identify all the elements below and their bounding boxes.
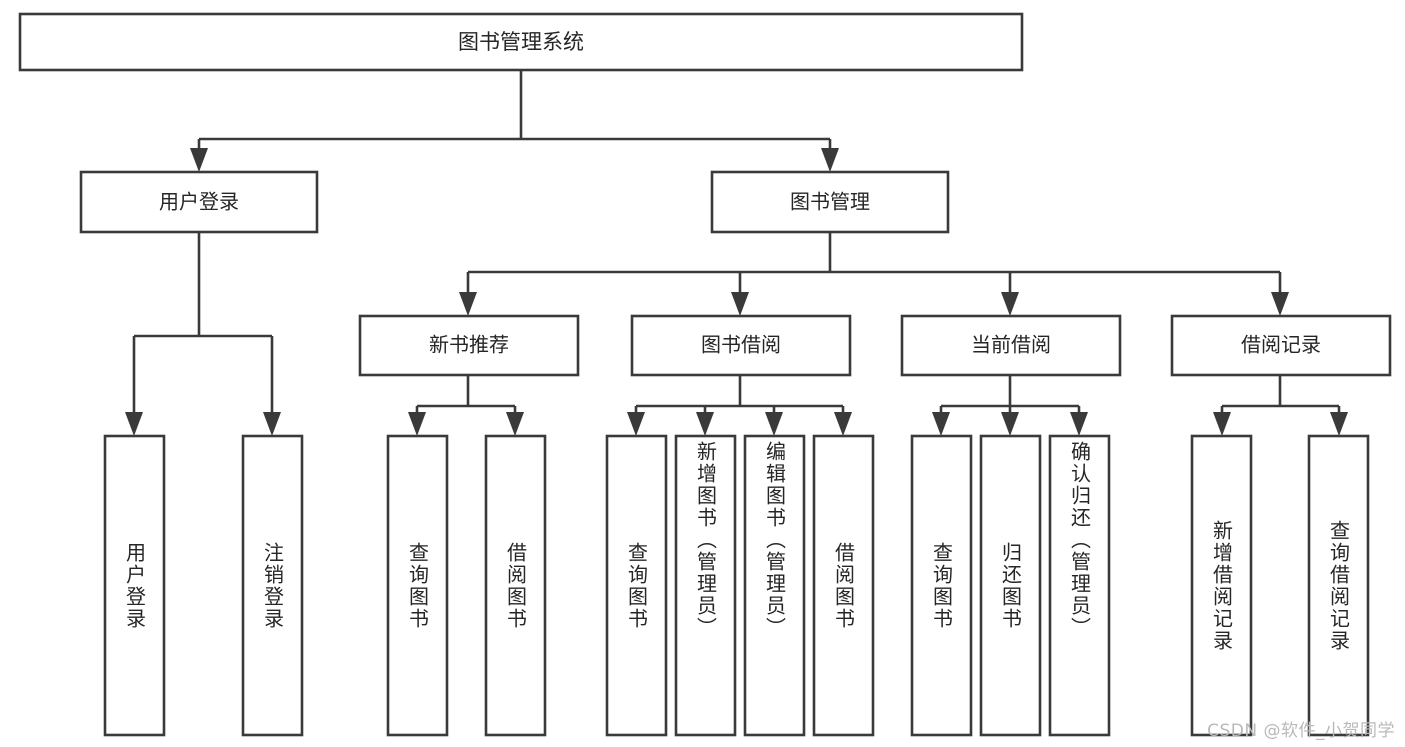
node-borrow-record-label: 借阅记录 — [1241, 333, 1321, 357]
leaf-cb-confirm-return[interactable] — [1048, 434, 1111, 737]
node-current-borrow[interactable] — [900, 314, 1122, 377]
node-root-label: 图书管理系统 — [458, 30, 584, 54]
csdn-watermark: CSDN @软件_小贺同学 — [1207, 721, 1395, 741]
leaf-cb-query-book[interactable] — [910, 434, 973, 737]
arrow-to-new-book — [459, 292, 477, 316]
node-user-login-label: 用户登录 — [159, 190, 239, 214]
arrow-leaf-br-query — [1330, 412, 1348, 436]
nodes-layer: 图书管理系统 用户登录 图书管理 新书推荐 图书借阅 当前借阅 借阅记录 — [18, 12, 1392, 737]
arrow-leaf-cb-return — [1001, 412, 1019, 436]
node-book-management[interactable] — [710, 170, 950, 234]
arrow-leaf-cb-query — [932, 412, 950, 436]
arrow-leaf-cb-confirm — [1070, 412, 1088, 436]
node-new-book-recommend[interactable] — [358, 314, 580, 377]
edges-layer — [125, 70, 1348, 436]
arrow-to-book-mgmt — [821, 148, 839, 172]
node-root[interactable] — [18, 12, 1024, 72]
leaf-nb-query-book[interactable] — [386, 434, 449, 737]
leaf-bb-query-book[interactable] — [605, 434, 668, 737]
leaf-bb-edit-book[interactable] — [743, 434, 806, 737]
leaf-user-login[interactable] — [103, 434, 166, 737]
arrow-leaf-user-login — [125, 412, 143, 436]
node-book-management-label: 图书管理 — [790, 190, 870, 214]
arrow-leaf-br-add — [1213, 412, 1231, 436]
leaf-bb-borrow-book[interactable] — [812, 434, 875, 737]
leaf-br-query-record[interactable] — [1307, 434, 1370, 737]
arrow-leaf-nb-borrow — [506, 412, 524, 436]
node-user-login[interactable] — [79, 170, 319, 234]
node-new-book-recommend-label: 新书推荐 — [429, 333, 509, 357]
node-current-borrow-label: 当前借阅 — [971, 333, 1051, 357]
arrow-to-current-borrow — [1001, 292, 1019, 316]
leaf-br-add-record[interactable] — [1190, 434, 1253, 737]
arrow-to-borrow-record — [1271, 292, 1289, 316]
arrow-to-user-login — [190, 148, 208, 172]
leaf-cb-return-book[interactable] — [979, 434, 1042, 737]
arrow-leaf-bb-add — [696, 412, 714, 436]
node-borrow-record[interactable] — [1170, 314, 1392, 377]
arrow-leaf-bb-query — [627, 412, 645, 436]
arrow-leaf-bb-borrow — [834, 412, 852, 436]
leaf-logout[interactable] — [241, 434, 304, 737]
node-book-borrow-label: 图书借阅 — [701, 333, 781, 357]
leaf-nb-borrow-book[interactable] — [484, 434, 547, 737]
node-book-borrow[interactable] — [630, 314, 852, 377]
arrow-to-book-borrow — [731, 292, 749, 316]
arrow-leaf-bb-edit — [765, 412, 783, 436]
arrow-leaf-logout — [263, 412, 281, 436]
leaf-bb-add-book[interactable] — [674, 434, 737, 737]
arrow-leaf-nb-query — [408, 412, 426, 436]
